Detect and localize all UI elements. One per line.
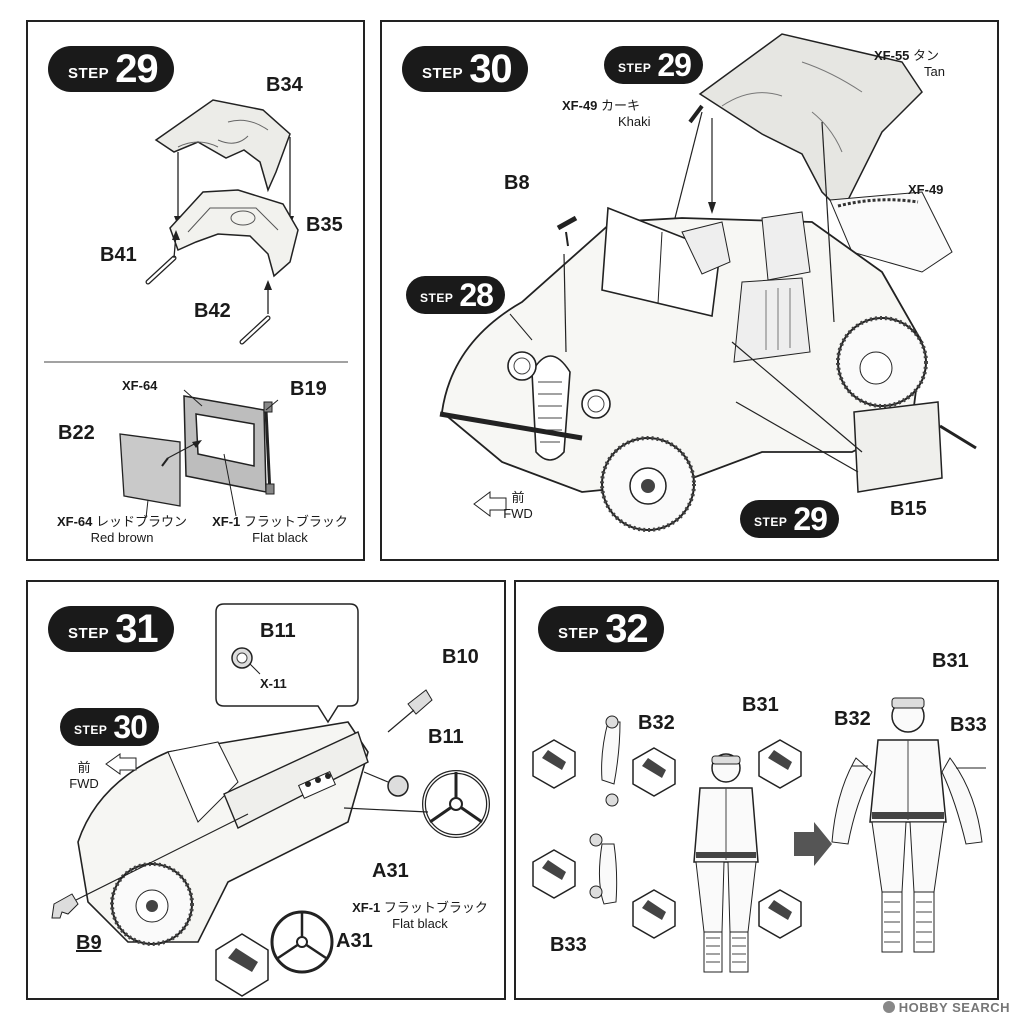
part-b19-label: B19 <box>290 378 327 400</box>
part-b35-label: B35 <box>306 214 343 236</box>
figure-assembly-drawing <box>532 697 986 973</box>
paint-callout-flat-black: XF-1 フラットブラック Flat black <box>336 900 504 932</box>
step-29-reference-bottom: STEP 29 <box>740 500 839 538</box>
step-31-badge: STEP 31 <box>48 606 174 652</box>
step-word: STEP <box>420 291 454 305</box>
step-word: STEP <box>74 723 108 737</box>
step-word: STEP <box>68 624 110 642</box>
part-a31-painted-label: A31 <box>336 930 373 952</box>
part-b10-label: B10 <box>442 646 479 668</box>
part-b34-label: B34 <box>266 74 303 96</box>
car-body-drawing <box>439 33 977 532</box>
step-number: 30 <box>469 46 512 91</box>
fwd-indicator: 前 FWD <box>498 490 538 522</box>
paint-name-jp: フラットブラック <box>383 900 488 915</box>
paint-x11: X-11 <box>260 676 287 691</box>
step-28-reference: STEP 28 <box>406 276 505 314</box>
paint-callout-xf49: XF-49 <box>908 182 944 197</box>
step-30-badge: STEP 30 <box>402 46 528 92</box>
step-number: 29 <box>115 46 158 91</box>
step-word: STEP <box>68 64 110 82</box>
paint-code: XF-64 <box>56 514 93 529</box>
paint-xf64-top: XF-64 <box>122 378 158 393</box>
paint-name-en: Flat black <box>252 530 308 545</box>
step-32-panel: STEP 32 <box>514 580 999 1000</box>
paint-callout-red-brown: XF-64 レッドブラウン Red brown <box>42 514 202 546</box>
paint-code: XF-55 <box>874 48 910 63</box>
paint-callout-flat-black: XF-1 フラットブラック Flat black <box>200 514 360 546</box>
part-b8-label: B8 <box>504 172 530 194</box>
paint-code: XF-1 <box>212 514 241 529</box>
fwd-indicator: 前 FWD <box>64 760 104 792</box>
step-word: STEP <box>422 64 464 82</box>
paint-name-jp: カーキ <box>601 98 641 113</box>
hobby-search-watermark: HOBBY SEARCH <box>882 1000 1010 1015</box>
step-29-badge: STEP 29 <box>48 46 174 92</box>
paint-name-en: Flat black <box>392 916 448 931</box>
step-32-badge: STEP 32 <box>538 606 664 652</box>
step-number: 31 <box>115 606 158 651</box>
paint-name-jp: フラットブラック <box>243 514 348 529</box>
paint-name-en: Tan <box>924 64 945 79</box>
step-29-reference-top: STEP 29 <box>604 46 703 84</box>
part-b15-label: B15 <box>890 498 927 520</box>
step-word: STEP <box>558 624 600 642</box>
step-word: STEP <box>618 61 652 75</box>
fwd-en: FWD <box>503 506 533 521</box>
step-number: 30 <box>113 708 148 745</box>
paint-code: XF-49 <box>562 98 598 113</box>
step-number: 29 <box>793 500 828 537</box>
paint-name-en: Khaki <box>618 114 651 129</box>
door-panel-drawing <box>119 389 279 519</box>
dashboard-drawing <box>51 689 490 997</box>
part-b9-label: B9 <box>76 932 102 954</box>
step-number: 32 <box>605 606 648 651</box>
step-number: 28 <box>459 276 494 313</box>
part-b41-label: B41 <box>100 244 137 266</box>
part-b31-label: B31 <box>742 694 779 716</box>
separator-line <box>44 361 348 363</box>
part-b32-assembled-label: B32 <box>834 708 871 730</box>
step-30-panel: STEP 30 <box>380 20 999 561</box>
detail-callout-bubble <box>215 603 359 724</box>
paint-name-en: Red brown <box>90 530 154 545</box>
hobby-search-logo-icon <box>882 1001 895 1013</box>
paint-code: XF-1 <box>352 900 381 915</box>
watermark-text: HOBBY SEARCH <box>898 1000 1010 1015</box>
fwd-jp: 前 <box>511 490 525 505</box>
paint-name-jp: タン <box>913 48 940 63</box>
step-30-reference: STEP 30 <box>60 708 159 746</box>
step-word: STEP <box>754 515 788 529</box>
step-number: 29 <box>657 46 692 83</box>
paint-callout-khaki: XF-49 カーキ Khaki <box>562 98 651 130</box>
paint-callout-tan: XF-55 タン Tan <box>874 48 945 80</box>
fwd-jp: 前 <box>77 760 91 775</box>
step-31-panel: STEP 31 B11 X-11 STEP 30 <box>26 580 506 1000</box>
part-b11-callout-label: B11 <box>260 620 296 642</box>
canopy-assembly-drawing <box>145 99 299 345</box>
step-29-panel: STEP 29 B34 B35 B41 B42 <box>26 20 365 561</box>
fwd-en: FWD <box>69 776 99 791</box>
part-b42-label: B42 <box>194 300 231 322</box>
part-b11-label: B11 <box>428 726 464 748</box>
part-b33-assembled-label: B33 <box>950 714 987 736</box>
part-a31-label: A31 <box>372 860 409 882</box>
part-b22-label: B22 <box>58 422 95 444</box>
part-b31-assembled-label: B31 <box>932 650 969 672</box>
part-b33-label: B33 <box>550 934 587 956</box>
part-b32-label: B32 <box>638 712 675 734</box>
paint-name-jp: レッドブラウン <box>96 514 188 529</box>
